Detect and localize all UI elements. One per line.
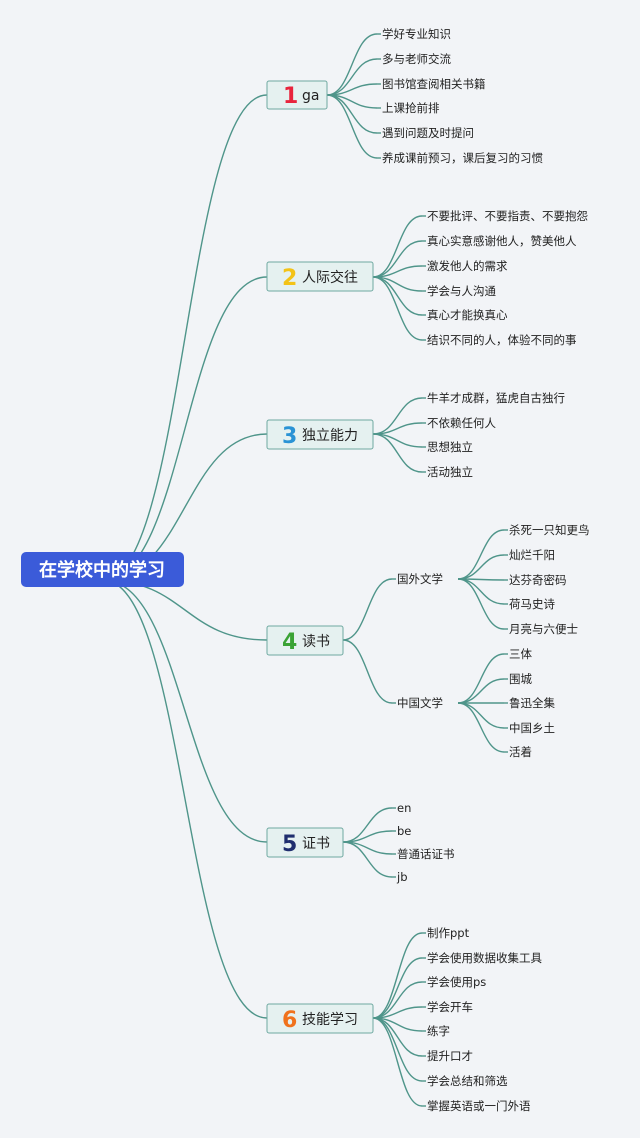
branch-to-leaf-connector (457, 653, 505, 704)
branch-to-leaf-connector (457, 578, 505, 630)
branch-to-leaf-connector (342, 841, 393, 878)
branch-to-leaf-connector (457, 529, 505, 580)
branch-to-leaf-connector (342, 639, 393, 704)
branch-6-leaf: 学会开车 (427, 1000, 473, 1014)
branch-to-leaf-connector (372, 276, 423, 341)
root-to-branch-connector (102, 579, 268, 843)
branch-5-number: 5 (282, 832, 297, 857)
branch-6-leaf: 掌握英语或一门外语 (427, 1099, 531, 1113)
branch-1-leaf: 图书馆查阅相关书籍 (382, 77, 486, 91)
branch-5-leaf: be (397, 824, 411, 838)
root-to-branch-connector (102, 579, 268, 1019)
branch-5-leaf: 普通话证书 (397, 847, 455, 861)
book-leaf: 月亮与六便士 (509, 622, 578, 636)
branch-to-leaf-connector (372, 957, 423, 1019)
branch-2-leaf: 结识不同的人，体验不同的事 (427, 333, 577, 347)
branch-3-number: 3 (282, 424, 297, 449)
root-to-branch-connector (102, 276, 268, 581)
branch-1-number: 1 (283, 84, 298, 109)
branch-1-leaf: 养成课前预习，课后复习的习惯 (382, 151, 543, 165)
branch-1-label: ga (302, 88, 319, 104)
branch-to-leaf-connector (372, 932, 423, 1019)
book-leaf: 中国乡土 (509, 721, 555, 735)
book-leaf: 荷马史诗 (509, 597, 555, 611)
branch-1-leaf: 上课抢前排 (382, 101, 440, 115)
branch-6-box[interactable] (266, 1003, 374, 1034)
branch-to-leaf-connector (457, 578, 505, 605)
branch-3-box[interactable] (266, 419, 374, 450)
branch-to-leaf-connector (457, 702, 505, 729)
branch-4-number: 4 (282, 630, 297, 655)
root-node-label: 在学校中的学习 (39, 559, 165, 581)
branch-to-leaf-connector (372, 1017, 423, 1082)
branch-6-leaf: 提升口才 (427, 1049, 473, 1063)
branch-2-leaf: 学会与人沟通 (427, 284, 496, 298)
branch-3-leaf: 牛羊才成群，猛虎自古独行 (427, 391, 565, 405)
subbranch-chinese-literature[interactable]: 中国文学 (397, 696, 443, 710)
branch-2-box[interactable] (266, 261, 374, 292)
branch-5-box[interactable] (266, 827, 344, 858)
book-leaf: 三体 (509, 647, 532, 661)
branch-5-leaf: jb (396, 870, 408, 884)
branch-to-leaf-connector (372, 215, 423, 278)
branch-1-leaf: 学好专业知识 (382, 27, 451, 41)
branch-1-box[interactable] (266, 80, 328, 110)
branch-6-leaf: 学会总结和筛选 (427, 1074, 508, 1088)
branch-2-leaf: 真心实意感谢他人，赞美他人 (427, 234, 577, 248)
book-leaf: 围城 (509, 672, 532, 686)
connector-layer (102, 33, 508, 1107)
branch-to-leaf-connector (342, 578, 393, 641)
branch-6-leaf: 练字 (427, 1024, 450, 1038)
branch-2-leaf: 真心才能换真心 (427, 308, 508, 322)
branch-to-leaf-connector (372, 433, 423, 473)
branch-2-label: 人际交往 (302, 269, 358, 286)
branch-to-leaf-connector (326, 33, 378, 96)
branch-5-label: 证书 (302, 836, 330, 852)
book-leaf: 活着 (509, 745, 532, 759)
branch-to-leaf-connector (372, 1017, 423, 1107)
branch-to-leaf-connector (457, 678, 505, 704)
book-leaf: 达芬奇密码 (509, 573, 567, 587)
branch-3-leaf: 不依赖任何人 (427, 416, 496, 430)
branch-4-box[interactable] (266, 625, 344, 656)
book-leaf: 灿烂千阳 (509, 548, 555, 562)
branch-1-leaf: 多与老师交流 (382, 52, 451, 66)
branch-2-leaf: 激发他人的需求 (427, 259, 508, 273)
branch-6-leaf: 制作ppt (427, 926, 470, 940)
branch-6-number: 6 (282, 1008, 297, 1033)
branch-1-leaf: 遇到问题及时提问 (382, 126, 474, 140)
branch-2-number: 2 (282, 266, 297, 291)
branch-6-leaf: 学会使用数据收集工具 (427, 951, 542, 965)
book-leaf: 杀死一只知更鸟 (509, 523, 590, 537)
branch-4-label: 读书 (302, 633, 330, 650)
branch-3-label: 独立能力 (302, 428, 358, 444)
branch-2-leaf: 不要批评、不要指责、不要抱怨 (427, 209, 588, 223)
branch-6-leaf: 学会使用ps (427, 975, 486, 989)
subbranch-foreign-literature[interactable]: 国外文学 (397, 572, 443, 586)
branch-6-label: 技能学习 (302, 1012, 358, 1028)
branch-to-leaf-connector (457, 554, 505, 580)
branch-to-leaf-connector (326, 94, 378, 159)
book-leaf: 鲁迅全集 (509, 696, 555, 710)
root-node-box[interactable] (21, 552, 184, 587)
branch-to-leaf-connector (457, 702, 505, 753)
branch-3-leaf: 思想独立 (427, 440, 473, 454)
branch-5-leaf: en (397, 801, 411, 815)
branch-3-leaf: 活动独立 (427, 465, 473, 479)
